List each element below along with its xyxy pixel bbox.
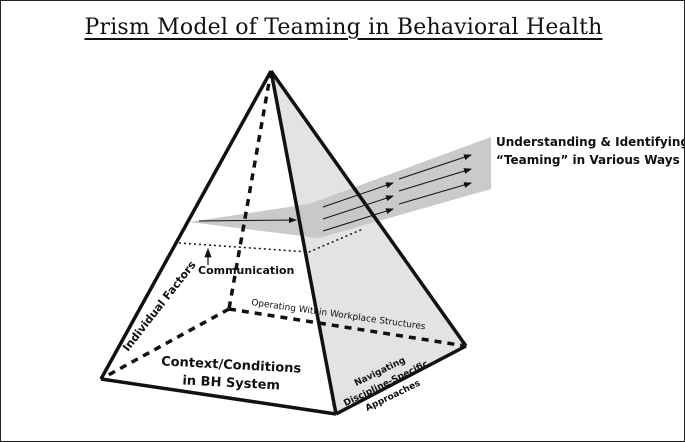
light-beam bbox=[189, 137, 491, 238]
hidden-edges bbox=[100, 70, 467, 381]
visible-edges bbox=[99, 69, 468, 416]
communication-label: Communication bbox=[198, 264, 294, 277]
context-label-line2: in BH System bbox=[182, 373, 280, 393]
communication-plane bbox=[178, 228, 364, 253]
context-label-line1: Context/Conditions bbox=[161, 354, 302, 376]
diagram-title: Prism Model of Teaming in Behavioral Hea… bbox=[84, 15, 603, 40]
output-label-line1: Understanding & Identifying bbox=[496, 135, 685, 149]
output-label-line2: “Teaming” in Various Ways bbox=[496, 153, 680, 167]
